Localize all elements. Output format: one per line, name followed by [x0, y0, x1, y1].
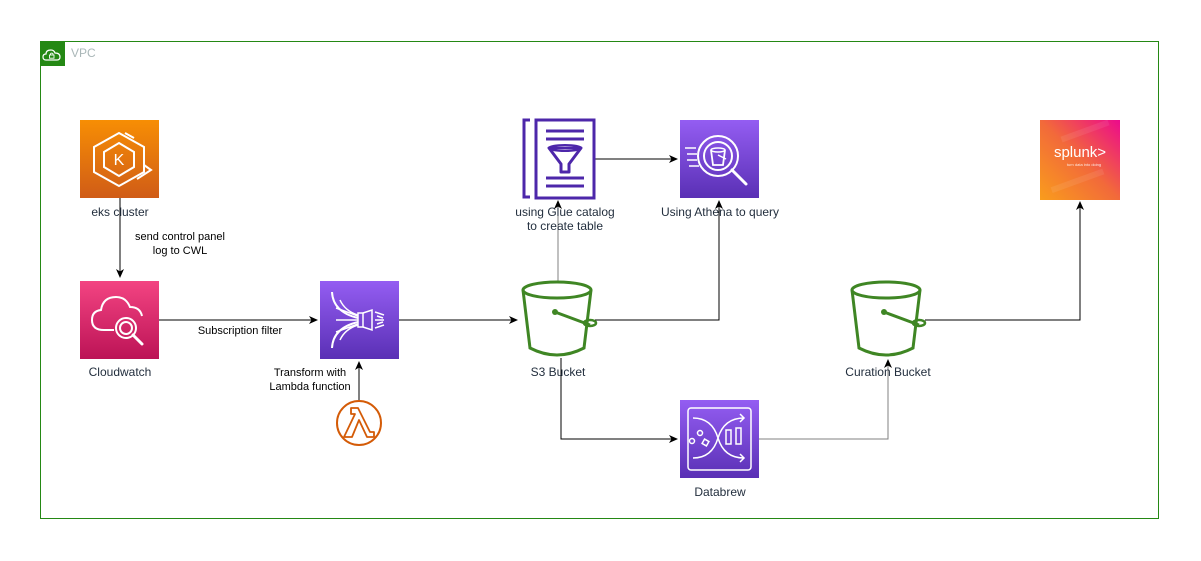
s3-bucket-icon[interactable] — [521, 280, 598, 357]
athena-icon[interactable] — [680, 120, 759, 198]
databrew-label: Databrew — [694, 485, 746, 499]
svg-text:K: K — [114, 152, 125, 169]
glue-label: using Glue catalog to create table — [500, 205, 630, 233]
edge-label-send-control-panel: send control panel log to CWL — [125, 230, 235, 258]
splunk-logo-text: splunk> — [1054, 144, 1106, 161]
edge-label-line-2: Lambda function — [269, 381, 351, 393]
glue-catalog-icon[interactable] — [522, 118, 596, 200]
edge-label-line-1: send control panel — [135, 231, 225, 243]
s3-bucket-label: S3 Bucket — [530, 365, 586, 379]
edge-label-transform-lambda: Transform with Lambda function — [260, 366, 360, 394]
edge-label-subscription-filter: Subscription filter — [197, 325, 283, 337]
databrew-icon[interactable] — [680, 400, 759, 478]
edge-databrew-to-curation — [759, 359, 892, 440]
vpc-label: VPC — [71, 46, 96, 60]
eks-label: eks cluster — [91, 205, 149, 219]
edge-curation-to-splunk — [925, 201, 1084, 321]
curation-bucket-label: Curation Bucket — [845, 365, 931, 379]
vpc-group — [40, 41, 1159, 519]
cloudwatch-label: Cloudwatch — [88, 365, 152, 379]
splunk-tagline: turn data into doing — [1067, 162, 1101, 167]
kinesis-firehose-icon[interactable] — [320, 281, 399, 359]
athena-label: Using Athena to query — [660, 205, 780, 219]
curation-bucket-icon[interactable] — [850, 280, 927, 357]
edge-s3-to-databrew — [560, 358, 678, 443]
edge-label-line-2: log to CWL — [152, 245, 208, 257]
splunk-logo[interactable]: splunk> turn data into doing — [1040, 119, 1120, 200]
edge-s3-to-athena — [595, 200, 723, 321]
cloudwatch-icon[interactable] — [80, 281, 159, 359]
eks-icon[interactable]: K — [80, 120, 159, 198]
edge-label-line-1: Transform with — [273, 367, 347, 379]
glue-label-line-1: using Glue catalog — [515, 205, 615, 219]
vpc-cloud-lock-icon — [42, 49, 61, 61]
glue-label-line-2: to create table — [526, 219, 604, 233]
lambda-icon[interactable] — [336, 400, 382, 446]
